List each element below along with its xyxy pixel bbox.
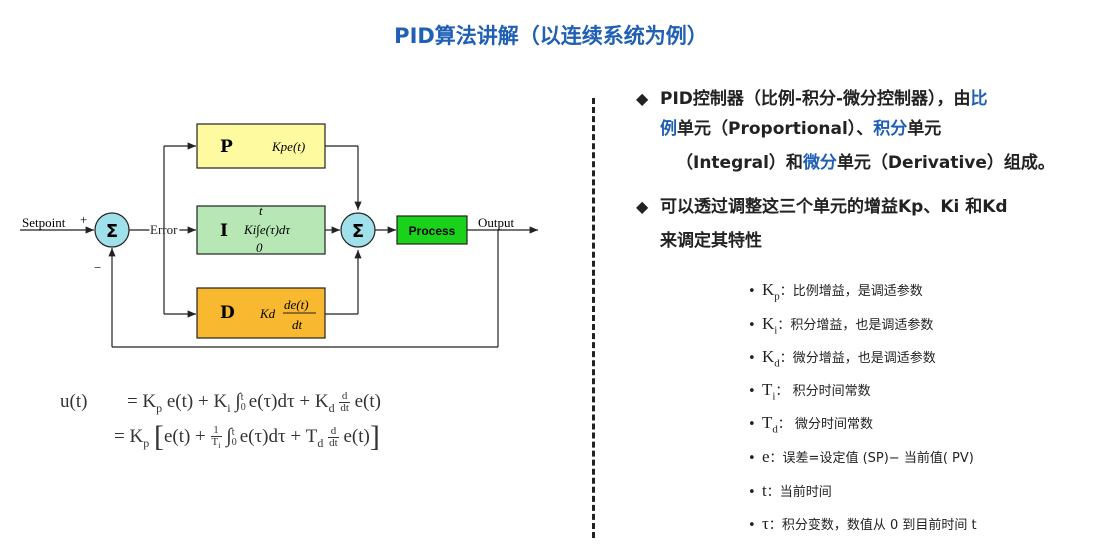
parameter-description: ：积分变数，数值从 0 到目前时间 t xyxy=(768,518,977,533)
bullet-dot-icon: • xyxy=(748,417,756,432)
output-label: Output xyxy=(478,215,515,230)
diamond-bullet-icon: ◆ xyxy=(636,89,649,108)
bullet-pid-intro: ◆ PID控制器（比例-积分-微分控制器），由比 xyxy=(636,84,988,114)
parameter-description: ：比例增益，是调适参数 xyxy=(779,284,923,299)
svg-text:de(t): de(t) xyxy=(284,297,309,312)
parameter-subscript: p xyxy=(774,290,780,303)
setpoint-label: Setpoint xyxy=(22,215,66,230)
svg-text:Process: Process xyxy=(409,224,456,238)
parameter-item: • t：当前时间 xyxy=(748,481,832,501)
svg-text:P: P xyxy=(220,137,233,157)
svg-text:D: D xyxy=(220,303,235,323)
parameter-item: • Ti： 积分时间常数 xyxy=(748,380,871,402)
parameter-symbol: τ xyxy=(762,514,769,533)
parameter-description: ：积分增益，也是调适参数 xyxy=(777,318,934,333)
parameter-item: • τ：积分变数，数值从 0 到目前时间 t xyxy=(748,514,977,534)
parameter-description: ： 积分时间常数 xyxy=(775,384,871,399)
bullet-dot-icon: • xyxy=(748,451,756,466)
parameter-symbol: Ti xyxy=(762,380,776,403)
svg-text:dt: dt xyxy=(292,317,303,332)
minus-sign: − xyxy=(94,260,101,275)
bullet-dot-icon: • xyxy=(748,351,756,366)
parameter-item: • e：误差=设定值 (SP)− 当前值( PV) xyxy=(748,447,974,467)
diamond-bullet-icon: ◆ xyxy=(636,197,649,216)
bullet-pid-intro-line3: （Integral）和微分单元（Derivative）组成。 xyxy=(676,153,1055,173)
parameter-subscript: d xyxy=(774,357,780,370)
parameter-symbol: Kd xyxy=(762,347,780,370)
svg-text:Kpe(t): Kpe(t) xyxy=(271,139,305,154)
parameter-symbol: Td xyxy=(762,413,778,436)
dashed-divider xyxy=(592,98,595,538)
bullet-dot-icon: • xyxy=(748,318,756,333)
parameter-description: ： 微分时间常数 xyxy=(777,417,874,432)
parameter-item: • Ki：积分增益，也是调适参数 xyxy=(748,314,933,336)
svg-text:I: I xyxy=(220,221,228,241)
parameter-symbol: Ki xyxy=(762,314,778,337)
parameter-symbol: t xyxy=(762,481,767,500)
parameter-item: • Td： 微分时间常数 xyxy=(748,413,873,435)
parameter-subscript: i xyxy=(774,324,778,337)
bullet-dot-icon: • xyxy=(748,384,756,399)
bullet-gain-tuning: ◆ 可以透过调整这三个单元的增益Kp、Ki 和Kd xyxy=(636,192,1008,222)
slide-title: PID算法讲解（以连续系统为例） xyxy=(394,24,708,48)
svg-text:0: 0 xyxy=(256,240,263,255)
parameter-subscript: d xyxy=(772,423,778,436)
parameter-symbol: Kp xyxy=(762,280,780,303)
p-block xyxy=(196,123,326,169)
svg-text:Σ: Σ xyxy=(106,221,118,242)
parameter-description: ：误差=设定值 (SP)− 当前值( PV) xyxy=(769,451,974,466)
plus-sign: + xyxy=(80,212,87,227)
bullet-dot-icon: • xyxy=(748,518,756,533)
bullet-gain-tuning-line2: 来调定其特性 xyxy=(660,231,762,251)
bullet-pid-intro-line2: 例单元（Proportional）、积分单元 xyxy=(660,119,942,139)
svg-text:Ki∫e(τ)dτ: Ki∫e(τ)dτ xyxy=(243,222,291,238)
parameter-item: • Kp：比例增益，是调适参数 xyxy=(748,280,923,302)
svg-text:Kd: Kd xyxy=(259,306,276,321)
svg-text:t: t xyxy=(259,203,263,218)
parameter-item: • Kd：微分增益，也是调适参数 xyxy=(748,347,936,369)
bullet-dot-icon: • xyxy=(748,284,756,299)
bullet-dot-icon: • xyxy=(748,485,756,500)
equation-lhs: u(t) xyxy=(60,391,88,412)
i-block xyxy=(196,205,326,255)
pid-block-diagram: Setpoint + − Σ Error P Kpe(t) I Ki∫e(τ)d… xyxy=(20,123,538,348)
parameter-description: ：当前时间 xyxy=(766,485,832,500)
parameter-symbol: e xyxy=(762,447,770,466)
parameter-subscript: i xyxy=(772,390,776,403)
svg-text:Σ: Σ xyxy=(352,221,364,242)
parameter-description: ：微分增益，也是调适参数 xyxy=(779,351,936,366)
